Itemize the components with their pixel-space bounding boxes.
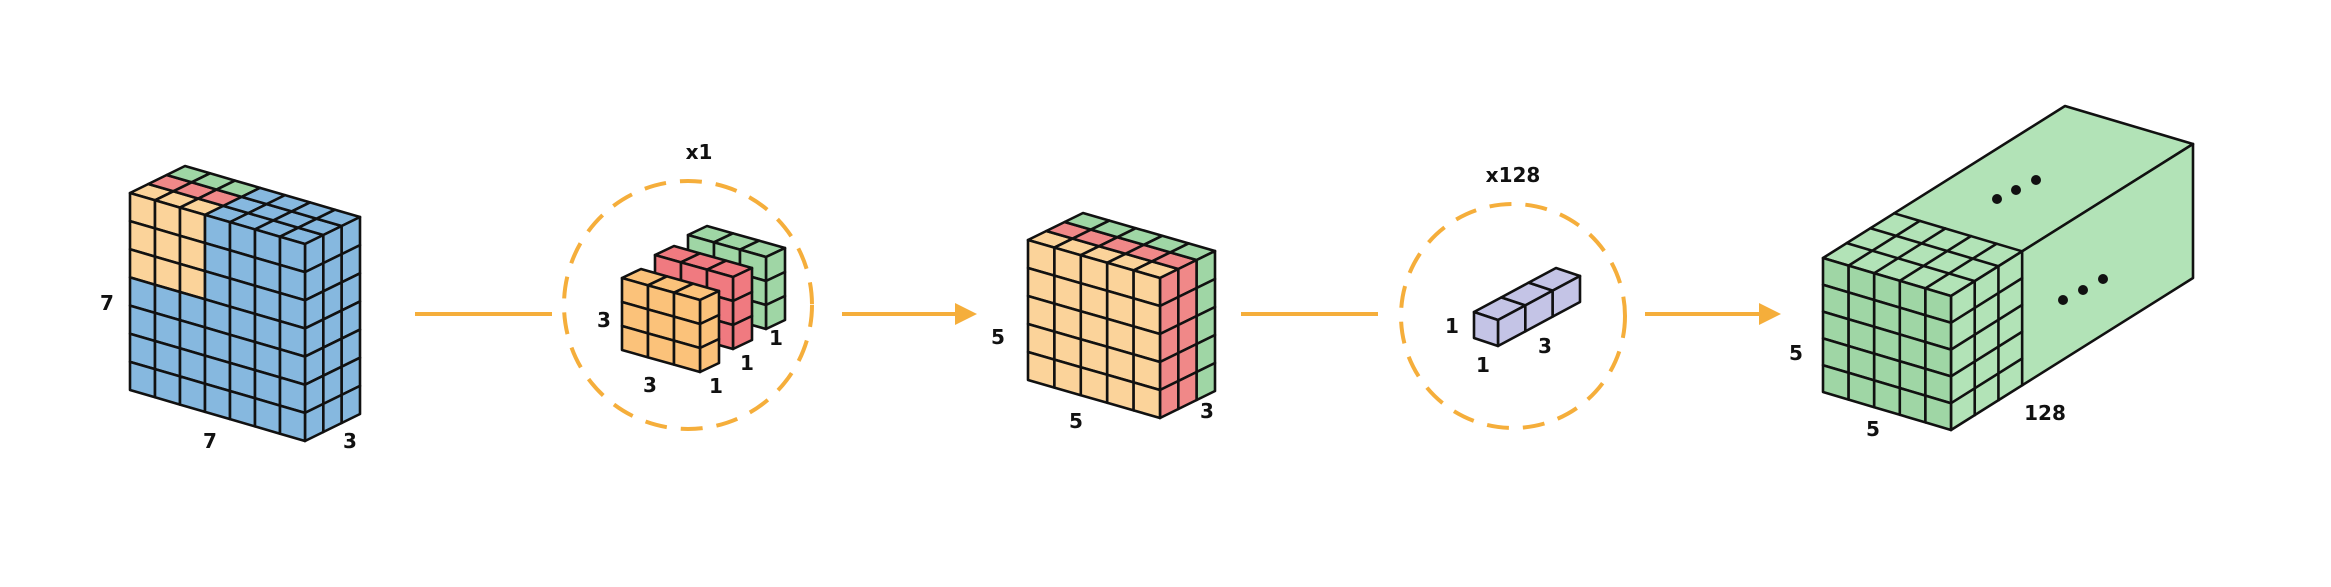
kernel-orange-front-cell — [672, 339, 702, 374]
depthwise-kernel-depth-label-a: 1 — [709, 374, 723, 398]
intermediate-height-label: 5 — [991, 325, 1005, 349]
depthwise-kernel-depth-label-c: 1 — [769, 326, 783, 350]
output-top-grid-line — [1869, 226, 2000, 268]
pointwise-kernel-depth-label: 3 — [1538, 334, 1552, 358]
intermediate-side-cell — [1195, 361, 1217, 402]
pointwise-kernel-height-label: 1 — [1445, 314, 1459, 338]
ellipsis-dot — [2011, 185, 2021, 195]
output-side-grid-line — [1949, 303, 2024, 351]
output-front-cell — [1924, 394, 1953, 432]
depthwise-dashed-circle — [562, 179, 814, 431]
pointwise-side-cell — [1551, 274, 1582, 318]
input-side-cell — [340, 384, 362, 425]
output-front-cell — [1898, 386, 1927, 424]
intermediate-volume — [1026, 211, 1217, 420]
output-front-cell — [1847, 371, 1876, 409]
intermediate-depth-label: 3 — [1200, 399, 1214, 423]
output-top-grid-line — [1872, 227, 1947, 275]
intermediate-front-cell — [1053, 358, 1083, 397]
output-volume — [1821, 104, 2195, 432]
output-width-label: 5 — [1866, 417, 1880, 441]
output-side-grid-line — [1949, 276, 2024, 325]
input-depth-label: 3 — [343, 429, 357, 453]
depthwise-kernel-width-label: 3 — [643, 373, 657, 397]
input-front-cell — [203, 382, 232, 421]
ellipsis-dot — [2098, 274, 2108, 284]
output-height-label: 5 — [1789, 341, 1803, 365]
arrow-head — [1759, 303, 1781, 325]
output-top-grid-line — [1845, 241, 1977, 283]
input-volume — [128, 164, 362, 443]
input-height-label: 7 — [100, 291, 114, 315]
input-front-cell — [278, 404, 307, 443]
pointwise-multiplier-label: x128 — [1486, 163, 1541, 187]
output-front-cell — [1821, 363, 1850, 401]
arrow-head — [955, 303, 977, 325]
pointwise-front-cell — [1472, 310, 1500, 348]
depthwise-kernels — [562, 179, 814, 431]
depthwise-multiplier-label: x1 — [686, 140, 713, 164]
input-width-label: 7 — [203, 429, 217, 453]
output-top-grid-line — [1892, 212, 2024, 253]
input-front-cell — [128, 360, 157, 399]
output-top-grid-line — [1898, 234, 1973, 283]
intermediate-front-cell — [1105, 373, 1135, 412]
intermediate-width-label: 5 — [1069, 409, 1083, 433]
depthwise-kernel-depth-label-b: 1 — [740, 351, 754, 375]
arrow-depthwise-to-intermediate — [842, 303, 977, 325]
arrow-pointwise-to-output — [1645, 303, 1781, 325]
ellipsis-dot — [2078, 285, 2088, 295]
ellipsis-dot — [2031, 175, 2041, 185]
intermediate-front-cell — [1026, 350, 1056, 389]
input-front-cell — [253, 396, 282, 436]
input-front-cell — [228, 389, 257, 428]
output-side-grid-line — [1949, 357, 2024, 405]
depthwise-kernel-height-label: 3 — [597, 308, 611, 332]
pointwise-kernel-width-label: 1 — [1476, 353, 1490, 377]
output-top-grid-line — [1924, 242, 1998, 290]
output-top-grid-line — [1847, 219, 1922, 267]
ellipsis-dot — [1992, 194, 2002, 204]
output-depth-label: 128 — [2024, 401, 2066, 425]
ellipsis-dot — [2058, 295, 2068, 305]
pointwise-kernel — [1399, 202, 1627, 430]
pointwise-dashed-circle — [1399, 202, 1627, 430]
intermediate-front-cell — [1079, 365, 1109, 405]
input-front-cell — [153, 367, 182, 406]
intermediate-front-cell — [1132, 381, 1162, 420]
output-front-cell — [1872, 379, 1902, 417]
input-front-cell — [178, 375, 207, 414]
output-side-grid-line — [1949, 330, 2024, 378]
